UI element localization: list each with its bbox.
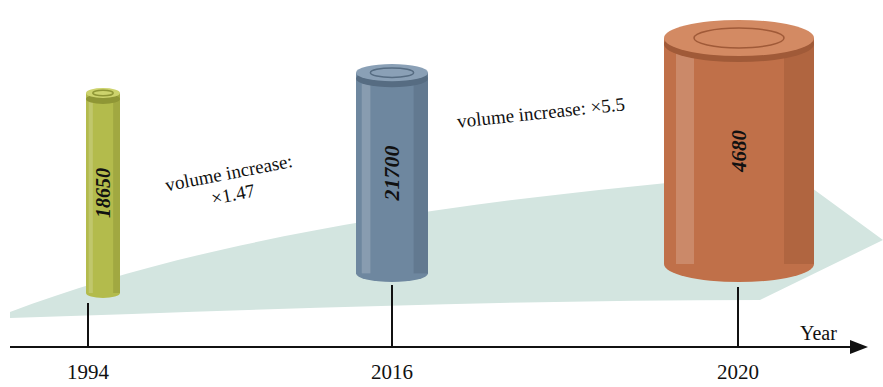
cell-format: 18650 — [92, 168, 115, 218]
battery-node: 21700 — [356, 64, 428, 282]
shade — [414, 73, 428, 274]
volume-note: volume increase: ×1.47 — [142, 146, 319, 222]
highlight — [362, 73, 371, 274]
cell-format: 21700 — [379, 146, 405, 201]
tick — [391, 285, 393, 347]
cell-top — [86, 88, 120, 98]
terminal — [370, 68, 413, 78]
terminal — [93, 90, 113, 96]
cell-format: 4680 — [727, 130, 752, 172]
battery-node: 4680 — [664, 20, 814, 282]
volume-note: volume increase: ×5.5 — [454, 93, 627, 133]
year-label: 1994 — [67, 360, 109, 384]
tick — [87, 303, 89, 347]
terminal — [694, 28, 784, 48]
year-label: 2020 — [717, 360, 759, 384]
cell-top — [356, 64, 428, 81]
tick — [737, 287, 739, 347]
axis-arrowhead — [850, 340, 868, 354]
cell-body — [664, 38, 814, 282]
cell-body — [356, 73, 428, 282]
highlight — [676, 38, 694, 264]
battery-node: 18650 — [86, 88, 120, 298]
axis-title: Year — [800, 322, 837, 345]
year-label: 2016 — [371, 360, 413, 384]
cell-body — [86, 93, 120, 298]
time-axis — [10, 346, 858, 348]
cell-top — [664, 20, 814, 56]
shade — [784, 38, 814, 264]
shade — [113, 93, 120, 293]
